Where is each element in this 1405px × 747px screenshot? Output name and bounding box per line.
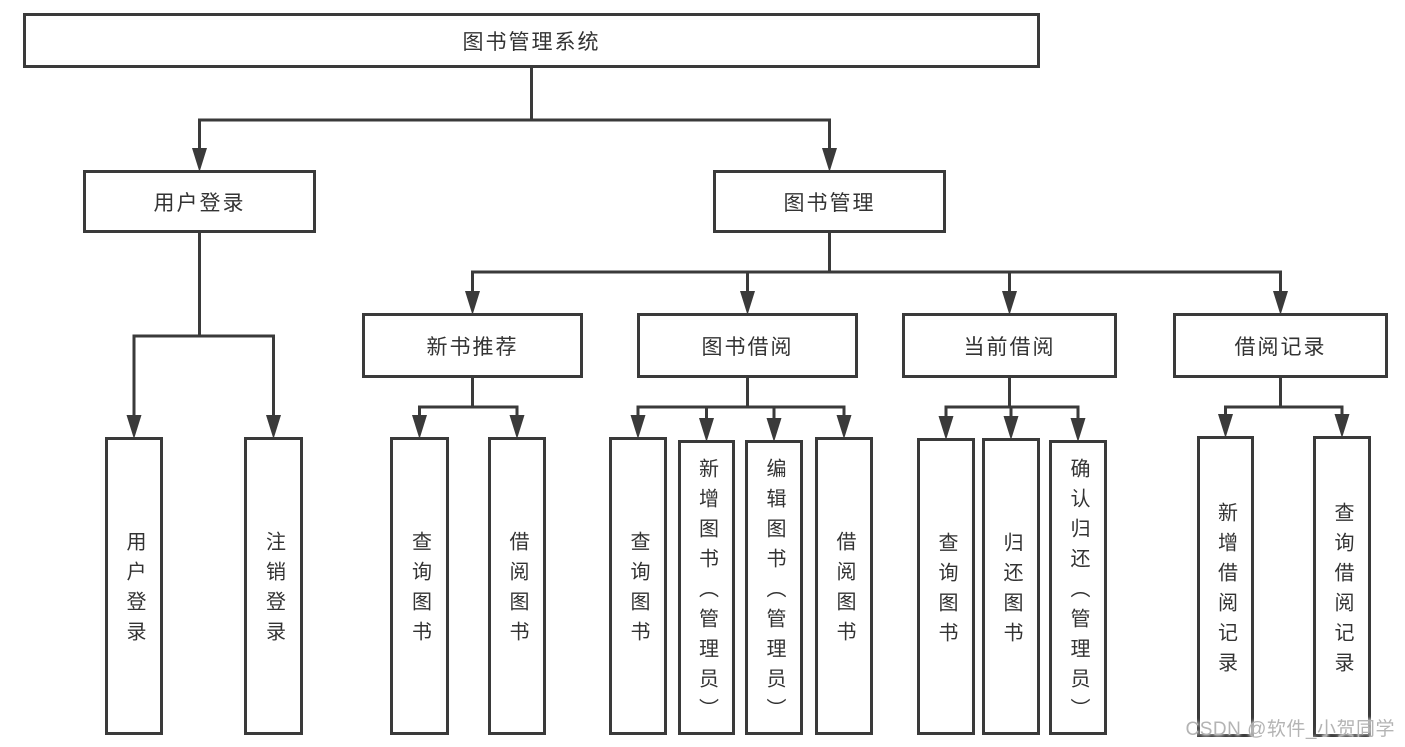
node-label-user-login: 用户登录 [153, 191, 246, 215]
node-new-book-rec: 新书推荐 [362, 313, 583, 378]
arrowhead-icon [822, 148, 837, 172]
node-label-br-add: 新增借阅记录 [1214, 501, 1237, 682]
arrowhead-icon [1273, 291, 1288, 315]
arrowhead-icon [412, 415, 427, 439]
arrowhead-icon [836, 415, 852, 439]
node-label-cb-return: 归还图书 [1000, 531, 1022, 652]
node-label-root: 图书管理系统 [462, 30, 601, 54]
arrowhead-icon [1334, 414, 1350, 438]
node-br-query: 查询借阅记录 [1313, 436, 1371, 737]
node-label-ul-login: 用户登录 [123, 531, 145, 651]
node-label-bb-borrow: 借阅图书 [833, 531, 855, 651]
arrowhead-icon [630, 415, 646, 439]
node-bb-query: 查询图书 [609, 437, 667, 735]
node-cb-query: 查询图书 [917, 438, 975, 735]
node-book-mgmt: 图书管理 [713, 170, 946, 233]
node-bb-edit: 编辑图书（管理员） [745, 440, 803, 735]
arrowhead-icon [938, 416, 954, 440]
node-label-br-query: 查询借阅记录 [1331, 501, 1353, 682]
node-label-ul-logout: 注销登录 [262, 531, 285, 651]
node-ul-login: 用户登录 [105, 437, 163, 735]
node-root: 图书管理系统 [23, 13, 1040, 68]
node-label-book-borrow: 图书借阅 [701, 335, 794, 359]
node-bb-add: 新增图书（管理员） [678, 440, 735, 735]
arrowhead-icon [266, 415, 281, 439]
node-br-add: 新增借阅记录 [1197, 436, 1254, 737]
node-borrow-record: 借阅记录 [1173, 313, 1388, 378]
node-label-current-borrow: 当前借阅 [963, 335, 1056, 359]
node-label-nb-borrow: 借阅图书 [506, 531, 528, 651]
node-ul-logout: 注销登录 [244, 437, 303, 735]
node-cb-confirm: 确认归还（管理员） [1049, 440, 1107, 735]
node-book-borrow: 图书借阅 [637, 313, 858, 378]
arrowhead-icon [740, 291, 755, 315]
arrowhead-icon [509, 415, 525, 439]
arrowhead-icon [1070, 418, 1086, 442]
arrowhead-icon [699, 418, 714, 442]
node-nb-query: 查询图书 [390, 437, 449, 735]
arrowhead-icon [766, 418, 782, 442]
node-label-bb-add: 新增图书（管理员） [695, 457, 718, 728]
node-current-borrow: 当前借阅 [902, 313, 1117, 378]
arrowhead-icon [1003, 416, 1019, 440]
node-nb-borrow: 借阅图书 [488, 437, 546, 735]
arrowhead-icon [126, 415, 142, 439]
arrowhead-icon [1002, 291, 1017, 315]
node-label-nb-query: 查询图书 [408, 531, 431, 651]
watermark: CSDN @软件_小贺同学 [1185, 719, 1395, 740]
node-cb-return: 归还图书 [982, 438, 1040, 735]
node-label-cb-query: 查询图书 [935, 531, 957, 652]
arrowhead-icon [192, 148, 207, 172]
node-label-borrow-record: 借阅记录 [1234, 335, 1327, 359]
node-bb-borrow: 借阅图书 [815, 437, 873, 735]
node-label-bb-query: 查询图书 [627, 531, 649, 651]
node-user-login: 用户登录 [83, 170, 316, 233]
node-label-book-mgmt: 图书管理 [783, 191, 876, 215]
arrowhead-icon [465, 291, 480, 315]
node-label-cb-confirm: 确认归还（管理员） [1067, 457, 1089, 728]
node-label-bb-edit: 编辑图书（管理员） [763, 457, 785, 728]
arrowhead-icon [1218, 414, 1233, 438]
node-label-new-book-rec: 新书推荐 [426, 335, 519, 359]
